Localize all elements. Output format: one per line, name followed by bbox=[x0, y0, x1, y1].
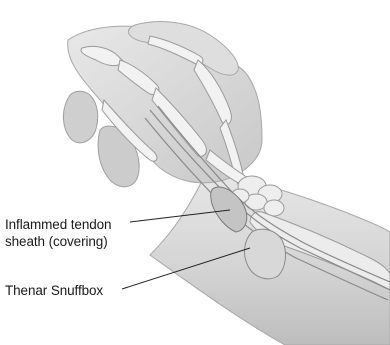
label-line-1: Inflammed tendon bbox=[5, 216, 111, 233]
label-line-2: sheath (covering) bbox=[5, 233, 111, 250]
finger-pinky bbox=[63, 91, 97, 143]
label-thenar-snuffbox: Thenar Snuffbox bbox=[5, 282, 103, 299]
label-inflamed-tendon-sheath: Inflammed tendon sheath (covering) bbox=[5, 216, 111, 250]
